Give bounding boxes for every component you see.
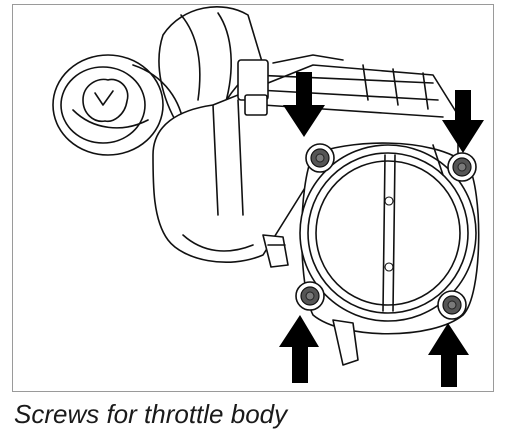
arrow-up-icon-lower-left <box>279 315 319 383</box>
figure-caption: Screws for throttle body <box>14 399 288 429</box>
arrow-down-icon-upper-left <box>283 72 325 137</box>
screw-upper-left <box>305 143 335 173</box>
screw-upper-right <box>447 152 477 182</box>
throttle-body <box>299 142 480 366</box>
actuator-housing <box>152 54 459 268</box>
hose-connector <box>52 6 264 156</box>
illustration-frame <box>12 4 494 392</box>
arrow-up-icon-lower-right <box>428 323 469 387</box>
throttle-body-illustration <box>52 6 484 387</box>
screw-lower-right <box>437 290 467 320</box>
arrow-down-icon-upper-right <box>442 90 484 153</box>
screw-lower-left <box>295 281 325 311</box>
